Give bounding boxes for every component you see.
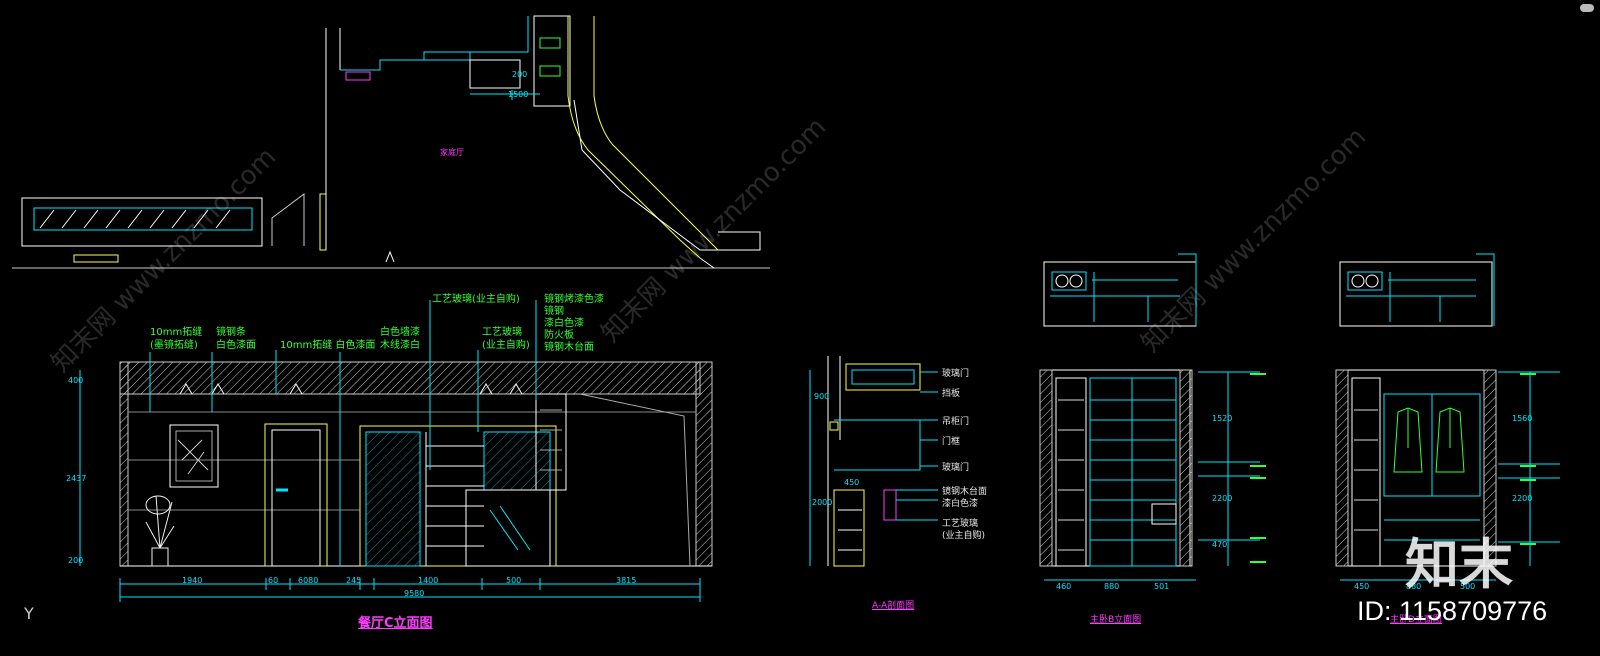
h-dim: 6080 — [298, 576, 319, 585]
id-badge: ID: 1158709776 — [1357, 596, 1548, 626]
note: 白色墙漆 — [380, 327, 420, 338]
section-a-a — [809, 356, 938, 567]
window-control-icon[interactable] — [1580, 4, 1594, 12]
total-dim: 9580 — [404, 589, 425, 598]
v-dim: 1560 — [1512, 414, 1533, 423]
note: 漆白色漆 — [544, 318, 584, 329]
svg-text:家庭厅: 家庭厅 — [440, 147, 464, 157]
floor-plan — [12, 15, 770, 269]
v-dim: 200 — [68, 556, 84, 565]
plan-dim: 200 — [512, 70, 528, 79]
dim: 900 — [814, 392, 830, 401]
note: 10mm拓缝 — [150, 327, 203, 338]
note: 防火板 — [544, 330, 574, 341]
note: 白色漆面 — [216, 340, 256, 351]
h-dim: 245 — [346, 576, 362, 585]
dim: 500 — [1460, 582, 1476, 591]
dim: 880 — [1406, 582, 1422, 591]
h-dim: 3815 — [616, 576, 637, 585]
note: 镜钢 — [544, 306, 564, 317]
elevation-c-title: 餐厅C立面图 — [358, 616, 433, 631]
dim: 501 — [1154, 582, 1170, 591]
note: 吊柜门 — [942, 417, 970, 427]
note: 镜钢烤漆色漆 — [544, 294, 604, 305]
note: 镜钢木台面 — [942, 487, 988, 497]
note: 工艺玻璃 — [942, 519, 979, 529]
h-dim: 60 — [268, 576, 279, 585]
note: (墨镜拓缝) — [150, 340, 198, 351]
note: 镜钢条 — [216, 327, 246, 338]
dim: 450 — [1354, 582, 1370, 591]
note: 木线漆白 — [380, 340, 420, 351]
v-dim: 2200 — [1212, 494, 1233, 503]
h-dim: 1940 — [182, 576, 203, 585]
v-dim: 1520 — [1212, 414, 1233, 423]
plan-dim: 1500 — [508, 90, 529, 99]
note: 镜钢木台面 — [544, 342, 594, 353]
note: 10mm拓缝 白色漆面 — [280, 340, 376, 351]
note: (业主自购) — [482, 340, 530, 351]
elevation-b-title: 主卧B立面图 — [1090, 615, 1142, 625]
note: 门框 — [942, 437, 961, 447]
dim: 450 — [844, 478, 860, 487]
note: 玻璃门 — [942, 369, 970, 379]
v-dim: 400 — [68, 376, 84, 385]
dim: 460 — [1056, 582, 1072, 591]
bedroom-b-elevation — [1039, 253, 1266, 581]
elevation-d-title: 主卧D立面图 — [1390, 615, 1442, 625]
section-a-title: A-A剖面图 — [872, 601, 915, 611]
h-dim: 1400 — [418, 576, 439, 585]
brand-logo: 知末 — [1405, 533, 1513, 596]
note: 工艺玻璃 — [482, 327, 522, 338]
bedroom-d-elevation — [1335, 253, 1560, 581]
note: 挡板 — [942, 389, 961, 399]
v-dim: 2200 — [1512, 494, 1533, 503]
note: 工艺玻璃(业主自购) — [432, 294, 520, 305]
dining-c-elevation — [79, 300, 713, 602]
note: 漆白色漆 — [942, 499, 979, 509]
dim: 880 — [1104, 582, 1120, 591]
ucs-axis-icon: Y — [24, 604, 34, 623]
v-dim: 2437 — [66, 474, 87, 483]
h-dim: 500 — [506, 576, 522, 585]
v-dim: 470 — [1212, 540, 1228, 549]
dim: 2000 — [812, 498, 833, 507]
note: 玻璃门 — [942, 463, 970, 473]
note: (业主自购) — [942, 531, 986, 541]
